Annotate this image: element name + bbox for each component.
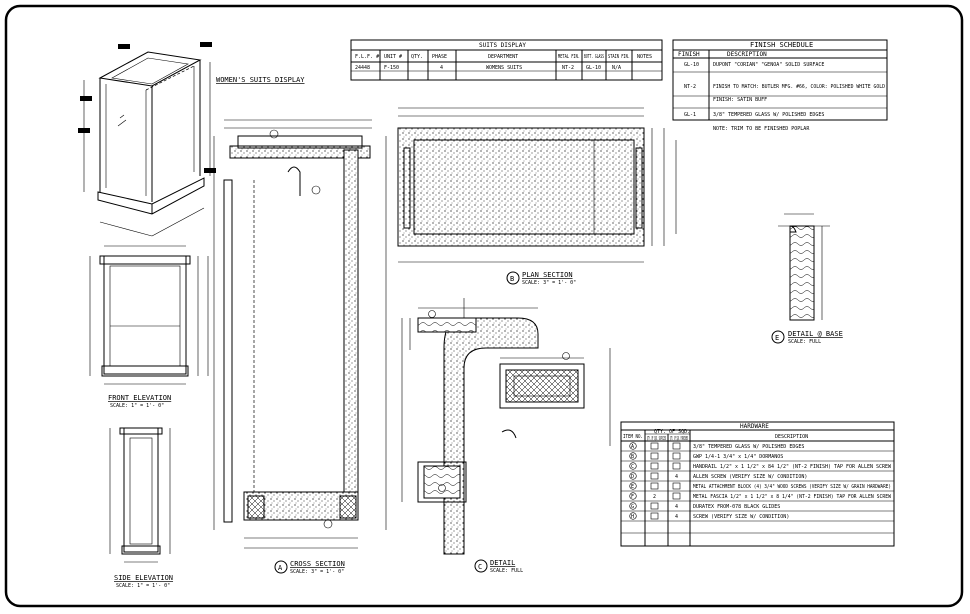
suits-cell-glass: GL-10 <box>586 65 601 71</box>
hardware-desc-2: HANDRAIL 1/2" x 1 1/2" x 84 1/2" (NT-2 F… <box>693 464 892 470</box>
hardware-furnished-6: 4 <box>675 504 678 510</box>
scale-plan-section: SCALE: 3" = 1'- 0" <box>522 280 576 286</box>
hardware-desc-1: GWP 1/4-1 3/4" x 1/4" DORMANOS <box>693 454 783 460</box>
hardware-item-7: H <box>631 514 634 520</box>
side-elevation <box>109 427 171 563</box>
suits-header-notes: NOTES <box>637 54 652 60</box>
mark-e: E <box>775 334 779 342</box>
hardware-desc-5: METAL FASCIA 1/2" x 1 1/2" x 8 1/4" (NT-… <box>693 494 892 500</box>
detail-c <box>401 298 611 555</box>
mark-c: C <box>478 563 482 571</box>
suits-cell-flf: 24448 <box>355 65 370 71</box>
suits-display-table <box>350 39 663 81</box>
suits-header-department: DEPARTMENT <box>488 54 518 60</box>
scale-front-elevation: SCALE: 1" = 1'- 0" <box>110 403 164 409</box>
hardware-item-3: D <box>631 474 634 480</box>
suits-cell-stain: N/A <box>612 65 621 71</box>
hardware-desc-0: 3/8" TEMPERED GLASS W/ POLISHED EDGES <box>693 444 804 450</box>
mark-circle-e <box>771 330 785 344</box>
mark-b: B <box>510 275 514 283</box>
hardware-header-furnished: QTY. OF SQD. FURNISHED <box>670 436 688 442</box>
title-front-elevation: FRONT ELEVATION <box>108 394 171 402</box>
title-womens-suits-display: WOMEN'S SUITS DISPLAY <box>216 76 305 84</box>
hardware-desc-3: ALLEN SCREW (VERIFY SIZE W/ CONDITION) <box>693 474 807 480</box>
finish-schedule-title: FINISH SCHEDULE <box>750 41 813 49</box>
finish-desc-3: 3/8" TEMPERED GLASS W/ POLISHED EDGES <box>713 112 824 118</box>
finish-desc-0: DUPONT "CORIAN" "GENOA" SOLID SURFACE <box>713 62 824 68</box>
scale-side-elevation: SCALE: 1" = 1'- 0" <box>116 583 170 589</box>
title-plan-section: PLAN SECTION <box>522 271 573 279</box>
finish-note: NOTE: TRIM TO BE FINISHED POPLAR <box>713 126 810 132</box>
hardware-header-description: DESCRIPTION <box>775 434 808 440</box>
suits-cell-department: WOMENS SUITS <box>486 65 522 71</box>
finish-desc-2: FINISH: SATIN BUFF <box>713 97 767 103</box>
suits-header-stain: STAIN FIN. <box>608 54 630 60</box>
mark-a: A <box>278 564 283 572</box>
sheet-border <box>4 4 964 608</box>
suits-header-glass: BOTT. GLASS <box>584 54 604 60</box>
finish-code-0: GL-10 <box>684 62 699 68</box>
hardware-item-4: E <box>631 484 634 490</box>
hardware-header-supplied: QTY. OF SQD. SUPPLIED <box>647 436 666 442</box>
mark-circle-a <box>274 560 288 574</box>
suits-header-qty: QTY. <box>411 54 423 60</box>
title-cross-section: CROSS SECTION <box>290 560 345 568</box>
suits-cell-metal: NT-2 <box>562 65 574 71</box>
hardware-item-0: A <box>631 444 634 450</box>
hardware-title: HARDWARE <box>740 423 769 430</box>
hardware-item-2: C <box>631 464 634 470</box>
finish-header-description: DESCRIPTION <box>727 51 767 58</box>
hardware-desc-6: DURATEX FROM-078 BLACK GLIDES <box>693 504 780 510</box>
suits-header-metal: METAL FIN. <box>558 54 580 60</box>
hardware-desc-4: METAL ATTACHMENT BLOCK (4) 3/4" WOOD SCR… <box>693 484 891 490</box>
isometric-view <box>78 42 216 237</box>
title-detail-base: DETAIL @ BASE <box>788 330 843 338</box>
finish-code-1: NT-2 <box>684 84 696 90</box>
suits-display-title: SUITS DISPLAY <box>479 42 526 49</box>
title-side-elevation: SIDE ELEVATION <box>114 574 173 582</box>
scale-detail-base: SCALE: FULL <box>788 339 821 345</box>
cross-section <box>213 119 387 549</box>
title-detail: DETAIL <box>490 559 515 567</box>
mark-circle-c <box>474 559 488 573</box>
hardware-table <box>620 421 895 547</box>
suits-header-unit: UNIT # <box>384 54 402 60</box>
finish-code-3: GL-1 <box>684 112 696 118</box>
hardware-furnished-7: 4 <box>675 514 678 520</box>
hardware-header-item: ITEM NO. <box>623 434 643 440</box>
suits-header-phase: PHASE <box>432 54 447 60</box>
finish-desc-1: FINISH TO MATCH: BUTLER MFG. #66, COLOR:… <box>713 84 885 90</box>
scale-cross-section: SCALE: 3" = 1'- 0" <box>290 569 344 575</box>
hardware-supplied-5: 2 <box>653 494 656 500</box>
finish-schedule-table <box>672 39 888 121</box>
plan-section <box>397 107 677 263</box>
hardware-item-6: G <box>631 504 634 510</box>
hardware-furnished-3: 4 <box>675 474 678 480</box>
scale-detail: SCALE: FULL <box>490 568 523 574</box>
front-elevation <box>89 245 209 385</box>
mark-circle-b <box>506 271 520 285</box>
hardware-item-1: B <box>631 454 634 460</box>
hardware-desc-7: SCREW (VERIFY SIZE W/ CONDITION) <box>693 514 789 520</box>
suits-header-flf: F.L.F. # <box>355 54 379 60</box>
suits-cell-unit: F-150 <box>384 65 399 71</box>
suits-cell-phase: 4 <box>440 65 443 71</box>
finish-header-finish: FINISH <box>678 51 700 58</box>
detail-base <box>778 213 830 321</box>
hardware-header-qty-group: QTY. OF SQD. <box>654 429 690 435</box>
hardware-item-5: F <box>631 494 634 500</box>
